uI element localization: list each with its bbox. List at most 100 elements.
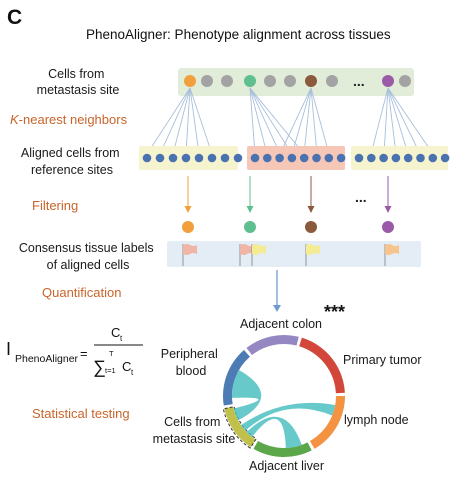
reference-cell [440, 153, 450, 163]
flag-yellow [305, 244, 320, 266]
chord-label-primary-tumor: Primary tumor [343, 353, 421, 367]
reference-cell [299, 153, 309, 163]
svg-text:t=1: t=1 [105, 366, 116, 375]
svg-text:I: I [6, 339, 11, 359]
label-consensus: Consensus tissue labels of aligned cells [19, 241, 157, 272]
reference-cell [263, 153, 272, 163]
segment-adjacent-colon [246, 334, 299, 356]
knn-link [249, 87, 256, 155]
top-ellipsis: ... [353, 73, 365, 89]
knn-link [189, 87, 213, 155]
ribbon-lymph-node [240, 402, 336, 431]
significance-stars: *** [324, 302, 345, 322]
reference-cell [367, 153, 376, 163]
flag-cloth [306, 244, 320, 255]
knn-link [387, 87, 434, 155]
reference-cell [336, 153, 346, 163]
reference-cells [142, 153, 450, 163]
segment-primary-tumor [299, 337, 345, 394]
filter-arrow-head [384, 206, 392, 213]
filter-arrow-head [246, 206, 254, 213]
reference-cell [391, 153, 401, 163]
filtered-cell [382, 221, 394, 233]
reference-cell [155, 153, 165, 163]
reference-cell [250, 153, 260, 163]
flag-cloth [183, 244, 197, 255]
segment-peripheral-blood [223, 349, 250, 406]
svg-text:=: = [80, 346, 88, 361]
flag-orange [384, 244, 399, 266]
metastasis-cell-band [178, 68, 414, 96]
formula: I PhenoAligner = C t ∑ T t=1 C t [6, 325, 143, 377]
flag-cloth [385, 244, 399, 255]
reference-cell [142, 153, 152, 163]
knn-link [310, 87, 318, 155]
flag-pink [182, 244, 197, 266]
knn-link [303, 87, 312, 155]
knn-link [249, 87, 281, 155]
knn-link [249, 87, 268, 155]
reference-cell [275, 153, 284, 163]
segment-metastasis [224, 406, 256, 448]
knn-link [172, 87, 191, 155]
panel-letter: C [7, 6, 22, 29]
metastasis-cell [201, 75, 213, 87]
consensus-band [167, 241, 421, 267]
knn-link [189, 87, 200, 155]
metastasis-cell [184, 75, 196, 87]
knn-link [279, 87, 312, 155]
filter-arrows [184, 176, 392, 213]
metastasis-cell [382, 75, 394, 87]
step-statistical-testing: Statistical testing [32, 406, 130, 421]
knn-link [370, 87, 389, 155]
chord-label-lymph-node: lymph node [344, 413, 409, 427]
metastasis-cell [244, 75, 256, 87]
metastasis-cell [221, 75, 233, 87]
label-cells-metastasis: Cells from metastasis site [37, 67, 120, 97]
reference-cell [168, 153, 178, 163]
knn-link [249, 87, 293, 155]
metastasis-cell [326, 75, 338, 87]
reference-cell [416, 153, 425, 163]
segment-lymph-node [310, 396, 345, 449]
knn-connections [146, 87, 434, 155]
reference-cell [287, 153, 297, 163]
filtered-cell [305, 221, 317, 233]
flag-cloth [252, 244, 266, 255]
label-aligned-cells: Aligned cells from reference sites [21, 146, 123, 177]
svg-text:C: C [122, 359, 131, 374]
svg-text:T: T [109, 349, 114, 358]
reference-cell [207, 153, 217, 163]
knn-link [159, 87, 191, 155]
flag-cloth [240, 244, 254, 255]
knn-link [291, 87, 312, 155]
metastasis-cells [184, 75, 411, 87]
reference-cell [233, 153, 243, 163]
flag-pink [239, 244, 254, 266]
svg-text:t: t [120, 334, 123, 343]
metastasis-cell [284, 75, 296, 87]
chord-diagram [222, 334, 345, 457]
reference-cell [324, 153, 334, 163]
chord-label-metastasis: Cells from metastasis site [153, 415, 236, 446]
knn-link [387, 87, 397, 155]
filtered-cell [244, 221, 256, 233]
step-knn: K-nearest neighbors [10, 112, 128, 127]
knn-link [383, 87, 389, 155]
metastasis-cell [305, 75, 317, 87]
flag-yellow [251, 244, 266, 266]
svg-text:t: t [131, 368, 134, 377]
knn-link [387, 87, 409, 155]
ribbon-adjacent-liver [246, 416, 302, 448]
chord-label-adjacent-colon: Adjacent colon [240, 317, 322, 331]
filter-arrow-head [307, 206, 315, 213]
consensus-flags [182, 244, 399, 266]
svg-text:∑: ∑ [93, 357, 106, 377]
metastasis-cell [264, 75, 276, 87]
reference-cell [354, 153, 364, 163]
down-arrow [273, 270, 281, 312]
reference-cell [403, 153, 413, 163]
knn-link [310, 87, 330, 155]
filtered-cells [182, 221, 394, 233]
